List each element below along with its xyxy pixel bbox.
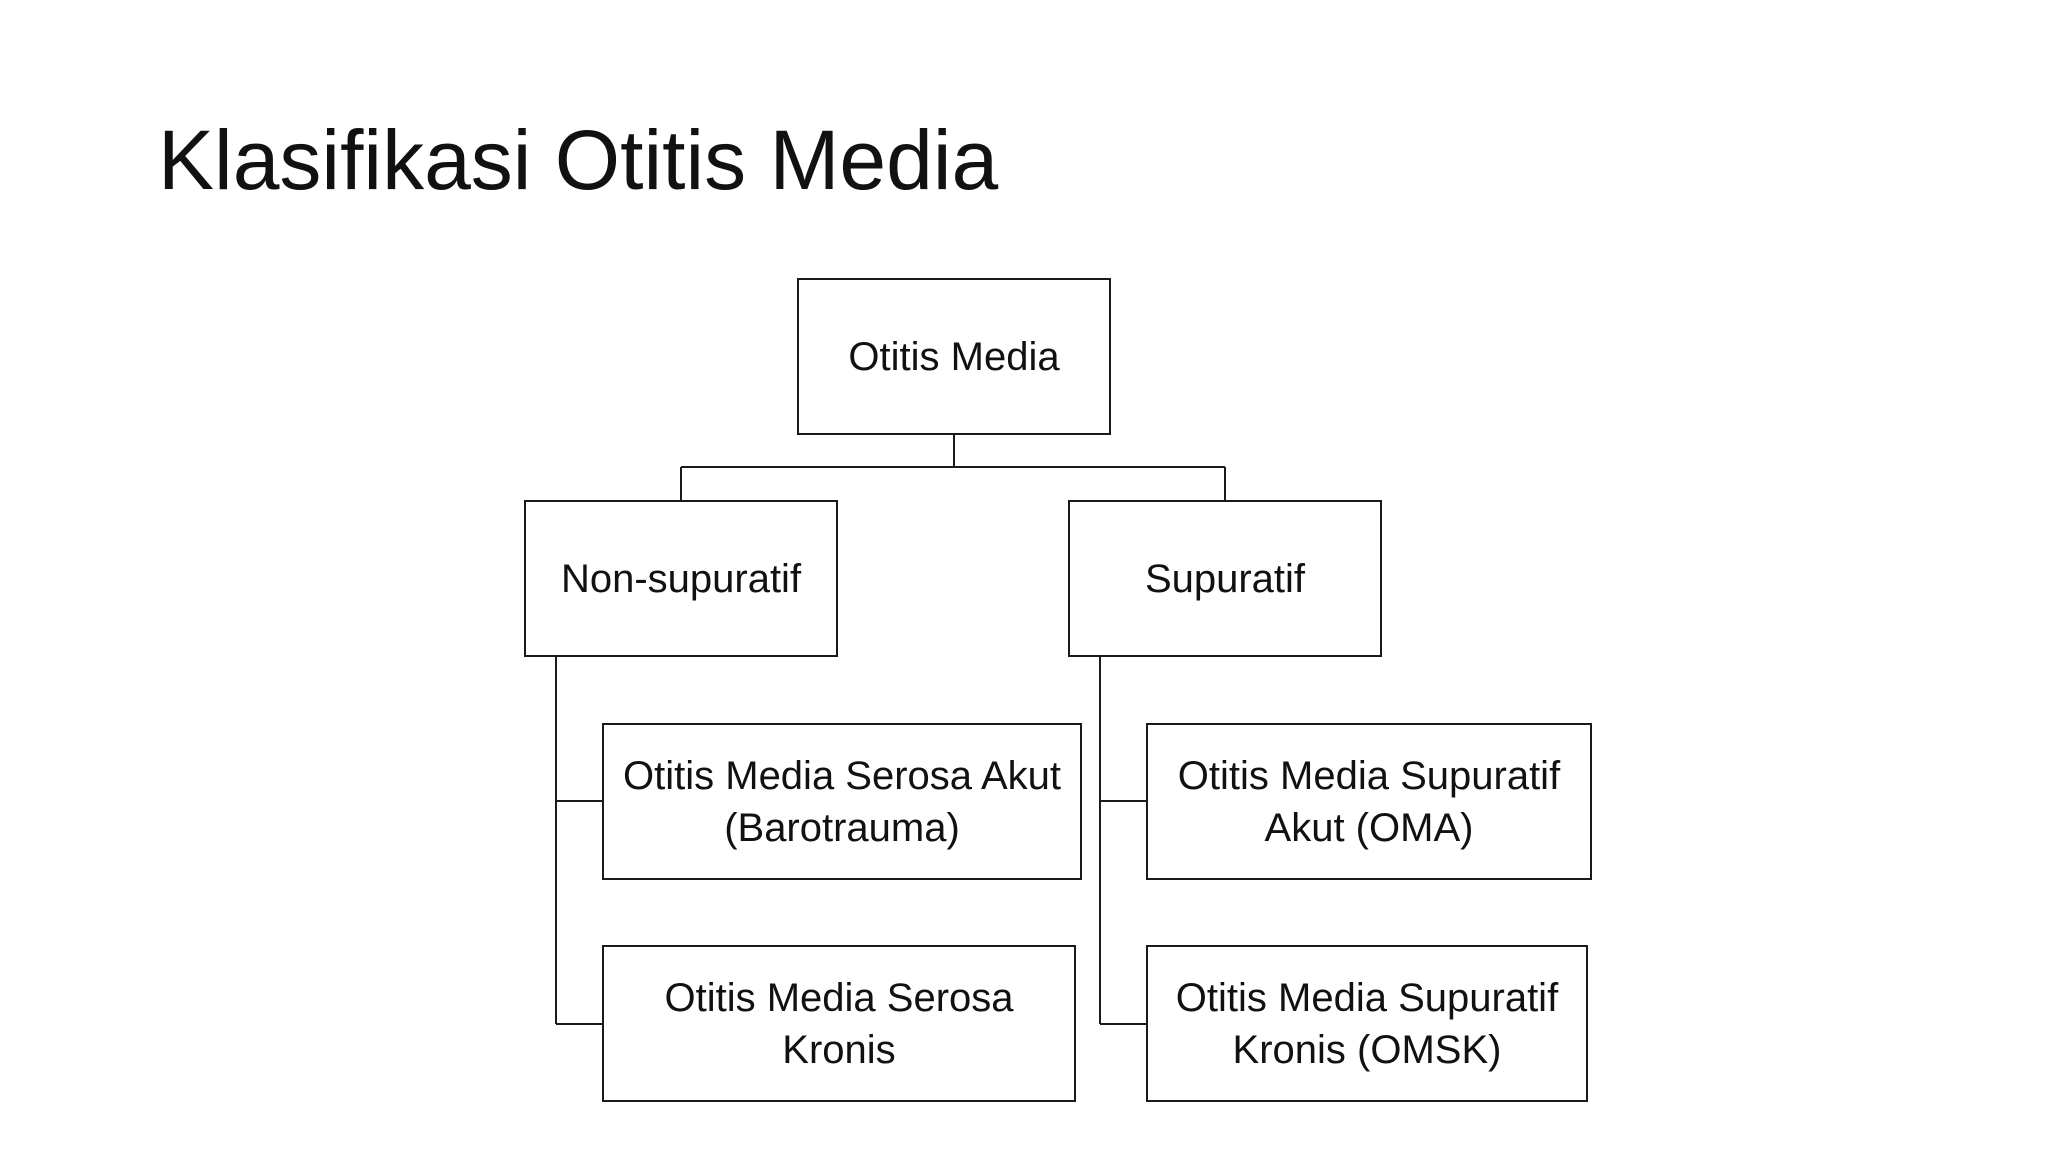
node-otitis-media: Otitis Media bbox=[797, 278, 1111, 435]
node-non-supuratif: Non-supuratif bbox=[524, 500, 838, 657]
node-otitis-media-serosa-kronis: Otitis Media Serosa Kronis bbox=[602, 945, 1076, 1102]
node-otitis-media-serosa-akut: Otitis Media Serosa Akut (Barotrauma) bbox=[602, 723, 1082, 880]
node-otitis-media-supuratif-kronis: Otitis Media Supuratif Kronis (OMSK) bbox=[1146, 945, 1588, 1102]
node-otitis-media-supuratif-akut: Otitis Media Supuratif Akut (OMA) bbox=[1146, 723, 1592, 880]
slide-title: Klasifikasi Otitis Media bbox=[158, 113, 999, 207]
node-supuratif: Supuratif bbox=[1068, 500, 1382, 657]
